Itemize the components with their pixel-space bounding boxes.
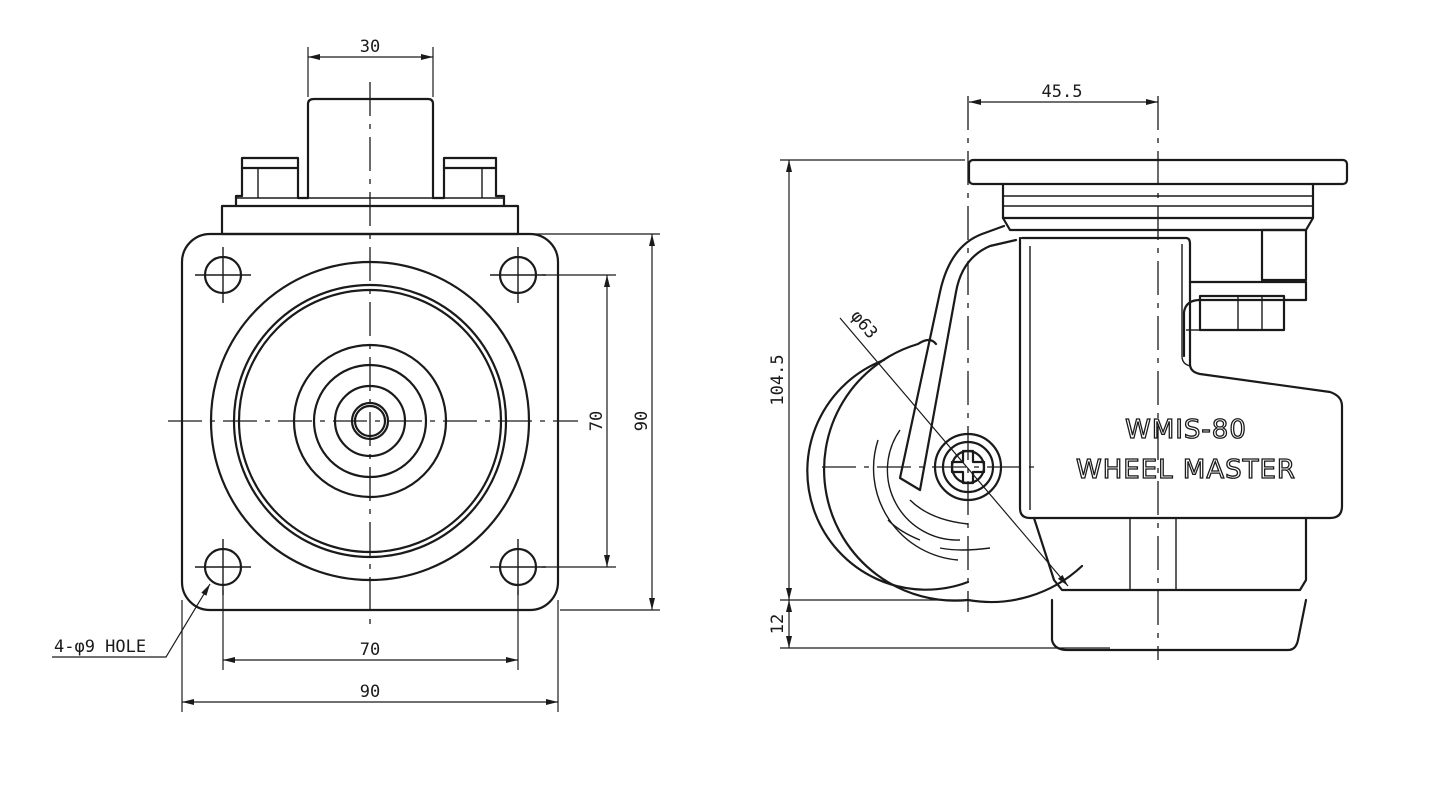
brand-text: WHEEL MASTER [1076,455,1296,485]
front-stem [306,97,435,200]
axle-cross-icon [950,449,986,485]
dim-plate-width: 90 [181,600,559,712]
hole-callout-label: 4-φ9 HOLE [54,637,146,657]
front-view: 30 70 90 70 90 [52,37,660,712]
dim-label: 90 [632,411,652,431]
dim-label: 90 [360,682,380,702]
dim-overall-height: 104.5 [768,159,965,601]
dim-label: 12 [768,614,788,634]
side-foot-pad [1032,516,1308,592]
dim-plate-height: 90 [520,233,660,611]
dim-leveler-lift: 12 [768,600,1110,649]
side-arm [898,224,1018,492]
dim-label: 70 [360,640,380,660]
dim-label: 30 [360,37,380,57]
side-wheel [823,338,970,602]
side-view: WMIS-80 WHEEL MASTER 45.5 104.5 12 φ63 [768,82,1349,660]
dim-hole-spacing-horizontal: 70 [222,590,519,670]
dim-stem-width: 30 [307,37,434,97]
front-housing-right [431,156,520,236]
dim-offset: 45.5 [969,82,1158,105]
model-text: WMIS-80 [1125,415,1247,445]
dim-label: φ63 [846,307,881,343]
front-housing-left [220,156,310,236]
hole-callout: 4-φ9 HOLE [52,583,211,658]
dim-hole-spacing-vertical: 70 [542,274,616,568]
side-body [1018,236,1344,520]
dim-label: 70 [587,411,607,431]
mounting-holes [195,247,546,595]
dim-label: 45.5 [1042,82,1083,102]
dim-label: 104.5 [768,354,788,405]
